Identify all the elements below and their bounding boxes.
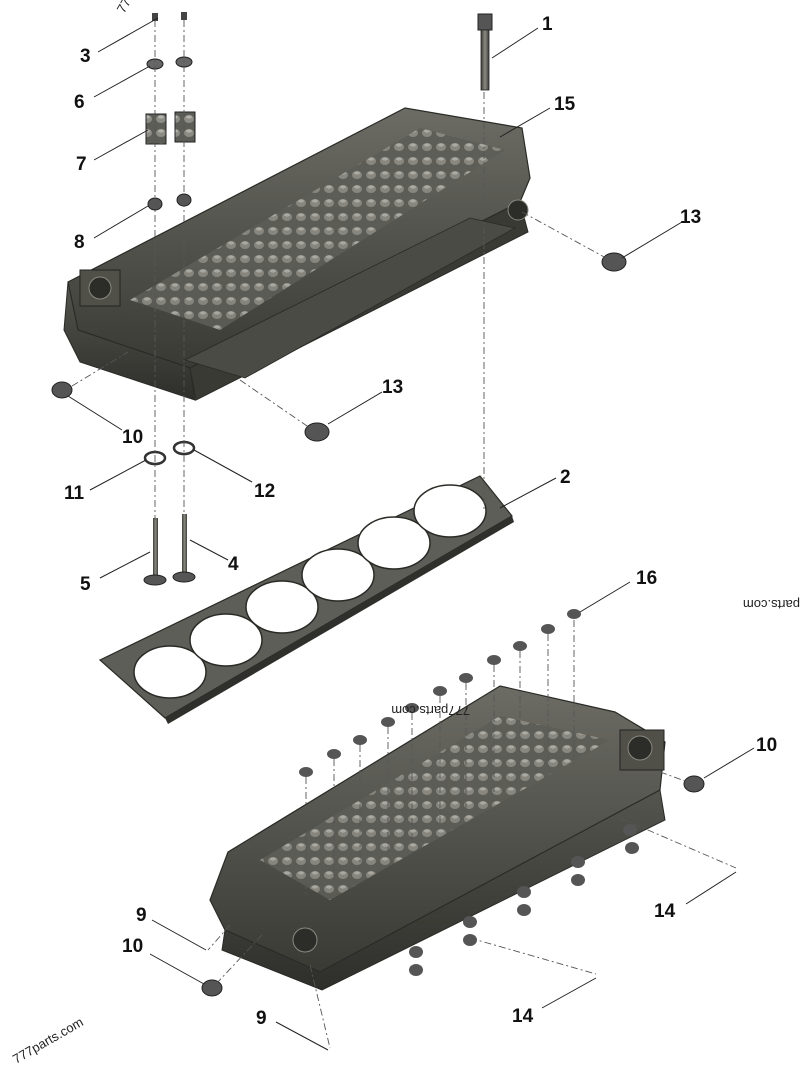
valve-parts-4-5: [143, 514, 196, 586]
callout-9-left: 9: [136, 905, 147, 926]
callout-labels: 1 2 3 4 5 6 7 8 9 9 10 10 10 11 12 13 13…: [64, 14, 777, 1029]
callout-14-bottom: 14: [512, 1006, 534, 1027]
spring-retainer-parts-6: [146, 56, 193, 70]
side-plug-parts: [409, 824, 639, 976]
callout-10-right: 10: [756, 735, 777, 756]
callout-9-bottom: 9: [256, 1008, 267, 1029]
callout-5: 5: [80, 574, 91, 595]
callout-16: 16: [636, 568, 657, 589]
callout-13-center: 13: [382, 377, 403, 398]
plug-parts-10: [51, 381, 705, 997]
watermark-bottom-left: 777parts.com: [10, 1014, 86, 1066]
callout-1: 1: [542, 14, 553, 35]
callout-13-right: 13: [680, 207, 701, 228]
assembly-lines: [71, 20, 737, 1049]
callout-2: 2: [560, 467, 571, 488]
valve-keeper-parts-3: [152, 12, 187, 21]
callout-7: 7: [76, 154, 87, 175]
upper-cylinder-head: [63, 107, 531, 401]
callout-6: 6: [74, 92, 85, 113]
valve-spring-parts-7: [145, 111, 196, 145]
callout-4: 4: [228, 554, 239, 575]
callout-10-top: 10: [122, 427, 143, 448]
lower-cylinder-head: [209, 685, 666, 991]
head-gasket: [98, 475, 514, 724]
callout-3: 3: [80, 46, 91, 67]
plug-parts-13: [304, 252, 627, 442]
valve-cap-parts-16: [299, 609, 581, 777]
callout-8: 8: [74, 232, 85, 253]
leader-lines: [67, 17, 755, 1051]
bolt-part-1: [477, 13, 493, 91]
spring-seat-parts-8: [147, 193, 192, 211]
callout-10-bottom: 10: [122, 936, 143, 957]
callout-12: 12: [254, 481, 275, 502]
callout-11: 11: [64, 483, 85, 504]
watermark-center: 777parts.com: [391, 703, 470, 718]
o-ring-parts-11-12: [143, 440, 196, 466]
callout-15: 15: [554, 94, 576, 115]
watermark-right: parts.com: [743, 597, 800, 612]
callout-14-right: 14: [654, 901, 676, 922]
watermark-top-left: 77: [114, 0, 134, 15]
